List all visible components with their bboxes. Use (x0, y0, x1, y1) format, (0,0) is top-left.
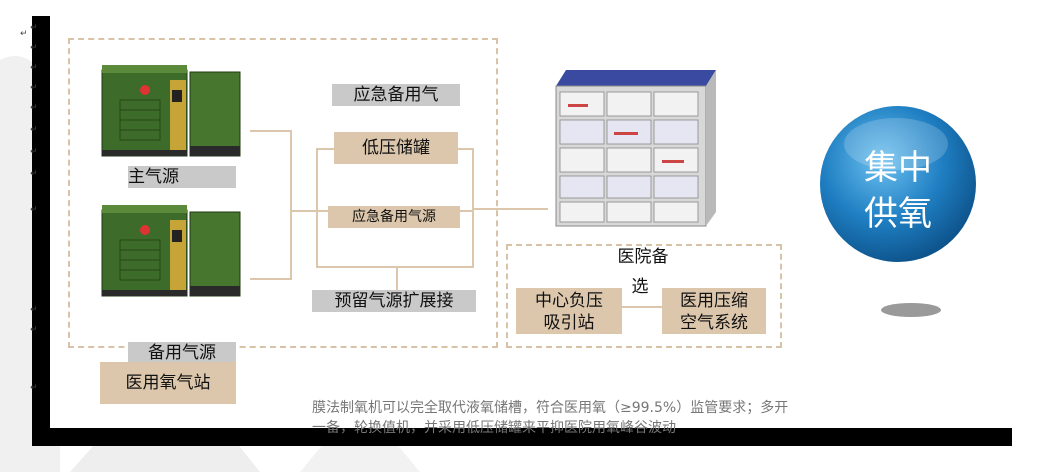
footer-description: 膜法制氧机可以完全取代液氧储槽，符合医用氧（≥99.5%）监管要求；多开 一备，… (312, 398, 952, 438)
oxygen-station-group-box (68, 38, 498, 348)
badge-shadow (881, 303, 941, 317)
paragraph-mark: ↵ (30, 325, 38, 335)
main-source-label: 主气源 (128, 166, 236, 188)
optional-label: 选 (631, 277, 649, 297)
compressed-air-box (662, 288, 766, 334)
connector-line (458, 148, 472, 150)
low-pressure-tank-label: 低压储罐 (334, 132, 458, 164)
connector-line (316, 148, 336, 150)
vacuum-station-label-line2: 吸引站 (543, 313, 595, 333)
footer-line-2: 一备，轮换值机，并采用低压储罐来平抑医院用氧峰谷波动 (312, 420, 676, 436)
connector-line (396, 266, 398, 292)
emergency-gas-label: 应急备用气 (332, 84, 460, 106)
connector-line (250, 130, 292, 132)
oxygen-generator-machine-main (101, 65, 241, 157)
connector-line (290, 130, 292, 280)
paragraph-mark: ↵ (20, 29, 28, 39)
paragraph-mark: ↵ (30, 383, 38, 393)
hospital-optional-group-box (506, 244, 782, 348)
central-oxygen-badge (820, 106, 976, 262)
compressed-air-label-line2: 空气系统 (680, 313, 748, 333)
paragraph-mark: ↵ (30, 169, 38, 179)
paragraph-mark: ↵ (30, 43, 38, 53)
connector-line (472, 208, 548, 210)
vacuum-station-label-line1: 中心负压 (535, 291, 603, 311)
backup-source-label: 备用气源 (128, 342, 236, 364)
paragraph-mark: ↵ (30, 83, 38, 93)
paragraph-mark: ↵ (30, 205, 38, 215)
connector-line (622, 306, 662, 308)
badge-text-line2: 供氧 (864, 194, 932, 234)
connector-line (316, 148, 318, 266)
vacuum-station-box (516, 288, 622, 334)
connector-line (316, 266, 472, 268)
emergency-source-label: 应急备用气源 (328, 206, 460, 228)
paragraph-mark: ↵ (30, 147, 38, 157)
paragraph-mark: ↵ (30, 63, 38, 73)
paragraph-mark: ↵ (30, 103, 38, 113)
paragraph-mark: ↵ (30, 125, 38, 135)
hospital-building-image (555, 70, 716, 227)
oxygen-station-label: 医用氧气站 (100, 362, 236, 404)
paragraph-mark: ↵ (30, 23, 38, 33)
connector-line (290, 210, 330, 212)
paragraph-mark: ↵ (30, 305, 38, 315)
footer-line-1: 膜法制氧机可以完全取代液氧储槽，符合医用氧（≥99.5%）监管要求；多开 (312, 400, 789, 416)
compressed-air-label-line1: 医用压缩 (680, 291, 748, 311)
connector-line (460, 210, 472, 212)
connector-line (250, 278, 292, 280)
badge-text-line1: 集中 (864, 148, 932, 188)
hospital-backup-label: 医院备 (617, 247, 669, 267)
oxygen-generator-machine-backup (101, 205, 241, 297)
reserve-interface-label: 预留气源扩展接 (312, 290, 476, 312)
